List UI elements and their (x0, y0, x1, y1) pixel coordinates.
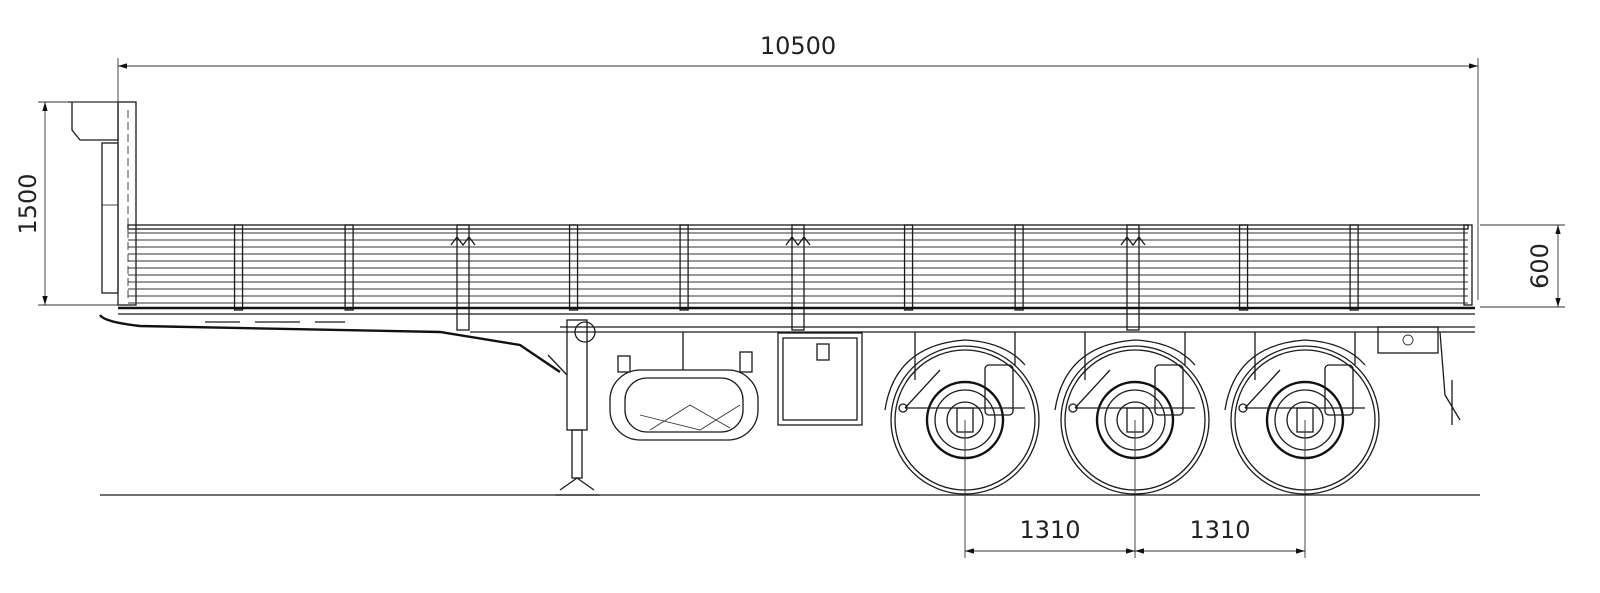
landing-gear (547, 319, 600, 496)
panel-post (1238, 224, 1249, 311)
latch (450, 235, 476, 247)
dimension-axle-spacing: 1310 1310 (964, 420, 1306, 558)
suspension-arm (904, 369, 1025, 409)
air-spring (1324, 364, 1354, 416)
suspension-arm (1074, 369, 1195, 409)
fender (1224, 339, 1366, 411)
panel-post (1014, 224, 1024, 311)
panel-post (568, 224, 579, 311)
headboard (68, 101, 137, 306)
pivot (1238, 403, 1248, 413)
rear-post (1463, 224, 1473, 306)
stake-post (791, 224, 805, 331)
stake-post (1126, 224, 1140, 331)
panel-post (903, 224, 914, 311)
dimension-side-panel-height: 600 (1480, 224, 1565, 308)
overall-length-label: 10500 (760, 32, 836, 60)
stake-post (456, 224, 470, 331)
suspension-arm (1244, 369, 1365, 409)
axle-spacing-1-label: 1310 (1019, 516, 1080, 544)
chassis (98, 306, 1475, 425)
side-panels (127, 224, 1473, 331)
pivot (898, 403, 908, 413)
spare-tire (609, 332, 759, 441)
axle-wheel (1054, 332, 1210, 495)
pivot (1068, 403, 1078, 413)
panel-post (233, 224, 244, 311)
toolbox[interactable] (777, 332, 863, 426)
latch (785, 235, 811, 247)
fender (1054, 339, 1196, 411)
fender (884, 339, 1026, 411)
axle-spacing-2-label: 1310 (1189, 516, 1250, 544)
light-bracket (1377, 326, 1439, 354)
axle-wheel (1224, 332, 1380, 495)
panel-post (344, 224, 354, 311)
air-spring (1154, 364, 1184, 416)
dimension-overall-length: 10500 (117, 32, 1479, 300)
panel-post (1349, 224, 1359, 311)
dimension-headboard-height: 1500 (14, 101, 118, 306)
side-panel-height-label: 600 (1526, 243, 1554, 289)
panel-post (679, 224, 689, 311)
axle-wheel (884, 332, 1040, 495)
headboard-height-label: 1500 (14, 173, 42, 234)
latch (1120, 235, 1146, 247)
air-spring (984, 364, 1014, 416)
